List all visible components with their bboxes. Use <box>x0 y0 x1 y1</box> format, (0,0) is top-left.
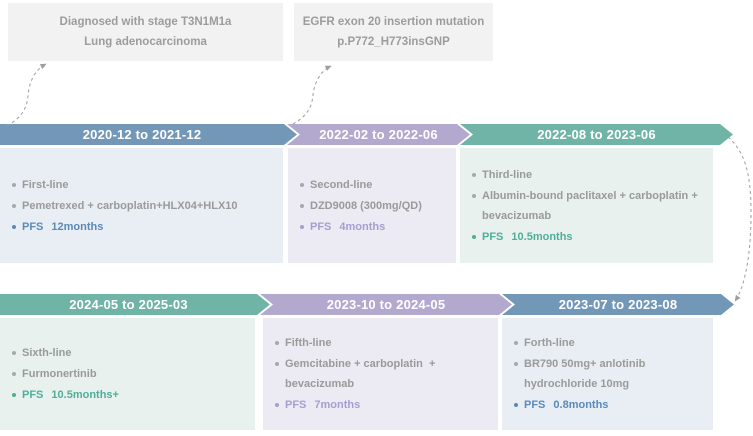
pfs-value: 12months <box>51 220 104 233</box>
bullet-item: First-line <box>9 175 280 195</box>
bullet-item: Fifth-line <box>272 333 495 353</box>
pfs-label: PFS <box>22 389 44 401</box>
pfs-value: 10.5months <box>511 230 573 243</box>
panel-first-line: First-line Pemetrexed + carboplatin+HLX0… <box>0 148 283 263</box>
panel-second-line: Second-line DZD9008 (300mg/QD) PFS 4month… <box>288 148 456 263</box>
bullet-item: Albumin-bound paclitaxel + carboplatin +… <box>469 186 710 226</box>
panel-forth-line: Forth-line BR790 50mg+ anlotinib hydroch… <box>502 318 713 430</box>
diagnosis-line-1: Diagnosed with stage T3N1M1a <box>59 16 232 28</box>
pfs-value: 10.5months+ <box>51 389 119 401</box>
bullet-item: Forth-line <box>511 333 710 353</box>
treatment-list: Fifth-line Gemcitabine + carboplatin + b… <box>263 332 498 416</box>
treatment-list: First-line Pemetrexed + carboplatin+HLX0… <box>0 174 283 238</box>
pfs-label: PFS <box>482 230 504 243</box>
panel-fifth-line: Fifth-line Gemcitabine + carboplatin + b… <box>263 318 498 430</box>
pfs-value: 7months <box>314 399 361 411</box>
mutation-line-1: EGFR exon 20 insertion mutation <box>302 16 485 28</box>
bullet-item: Gemcitabine + carboplatin + bevacizumab <box>272 354 495 394</box>
banner-fifth-line: 2023-10 to 2024-05 <box>260 294 512 315</box>
pfs-item: PFS 0.8months <box>511 395 710 415</box>
dashed-arrow-to-mutation <box>292 65 332 125</box>
pfs-label: PFS <box>310 220 332 233</box>
banner-third-line: 2022-08 to 2023-06 <box>460 124 733 145</box>
diagnosis-box: Diagnosed with stage T3N1M1a Lung adenoc… <box>8 3 283 61</box>
dashed-arrow-row1-to-row2 <box>727 136 752 302</box>
dashed-arrow-to-diagnosis <box>6 63 47 127</box>
treatment-list: Third-line Albumin-bound paclitaxel + ca… <box>460 164 713 248</box>
mutation-box: EGFR exon 20 insertion mutation p.P772_H… <box>294 3 493 61</box>
pfs-item: PFS 10.5months <box>469 227 710 247</box>
bullet-item: Second-line <box>297 175 453 195</box>
bullet-item: BR790 50mg+ anlotinib hydrochloride 10mg <box>511 354 710 394</box>
pfs-item: PFS 4months <box>297 217 453 237</box>
bullet-item: DZD9008 (300mg/QD) <box>297 196 453 216</box>
panel-sixth-line: Sixth-line Furmonertinib PFS 10.5months+ <box>0 318 255 430</box>
pfs-label: PFS <box>22 220 44 233</box>
treatment-list: Forth-line BR790 50mg+ anlotinib hydroch… <box>502 332 713 416</box>
pfs-label: PFS <box>285 399 307 411</box>
panel-third-line: Third-line Albumin-bound paclitaxel + ca… <box>460 148 713 263</box>
bullet-item: Sixth-line <box>9 343 252 363</box>
banner-forth-line: 2023-07 to 2023-08 <box>502 294 734 315</box>
bullet-item: Pemetrexed + carboplatin+HLX04+HLX10 <box>9 196 280 216</box>
banner-first-line: 2020-12 to 2021-12 <box>0 124 297 145</box>
bullet-item: Third-line <box>469 165 710 185</box>
bullet-item: Furmonertinib <box>9 364 252 384</box>
banner-sixth-line: 2024-05 to 2025-03 <box>0 294 270 315</box>
pfs-label: PFS <box>524 399 546 411</box>
treatment-list: Sixth-line Furmonertinib PFS 10.5months+ <box>0 342 255 406</box>
pfs-value: 4months <box>339 220 386 233</box>
treatment-list: Second-line DZD9008 (300mg/QD) PFS 4month… <box>288 174 456 238</box>
pfs-value: 0.8months <box>553 399 609 411</box>
pfs-item: PFS 12months <box>9 217 280 237</box>
mutation-line-2: p.P772_H773insGNP <box>337 36 450 48</box>
diagnosis-line-2: Lung adenocarcinoma <box>84 36 207 48</box>
pfs-item: PFS 10.5months+ <box>9 385 252 405</box>
banner-second-line: 2022-02 to 2022-06 <box>287 124 470 145</box>
pfs-item: PFS 7months <box>272 395 495 415</box>
